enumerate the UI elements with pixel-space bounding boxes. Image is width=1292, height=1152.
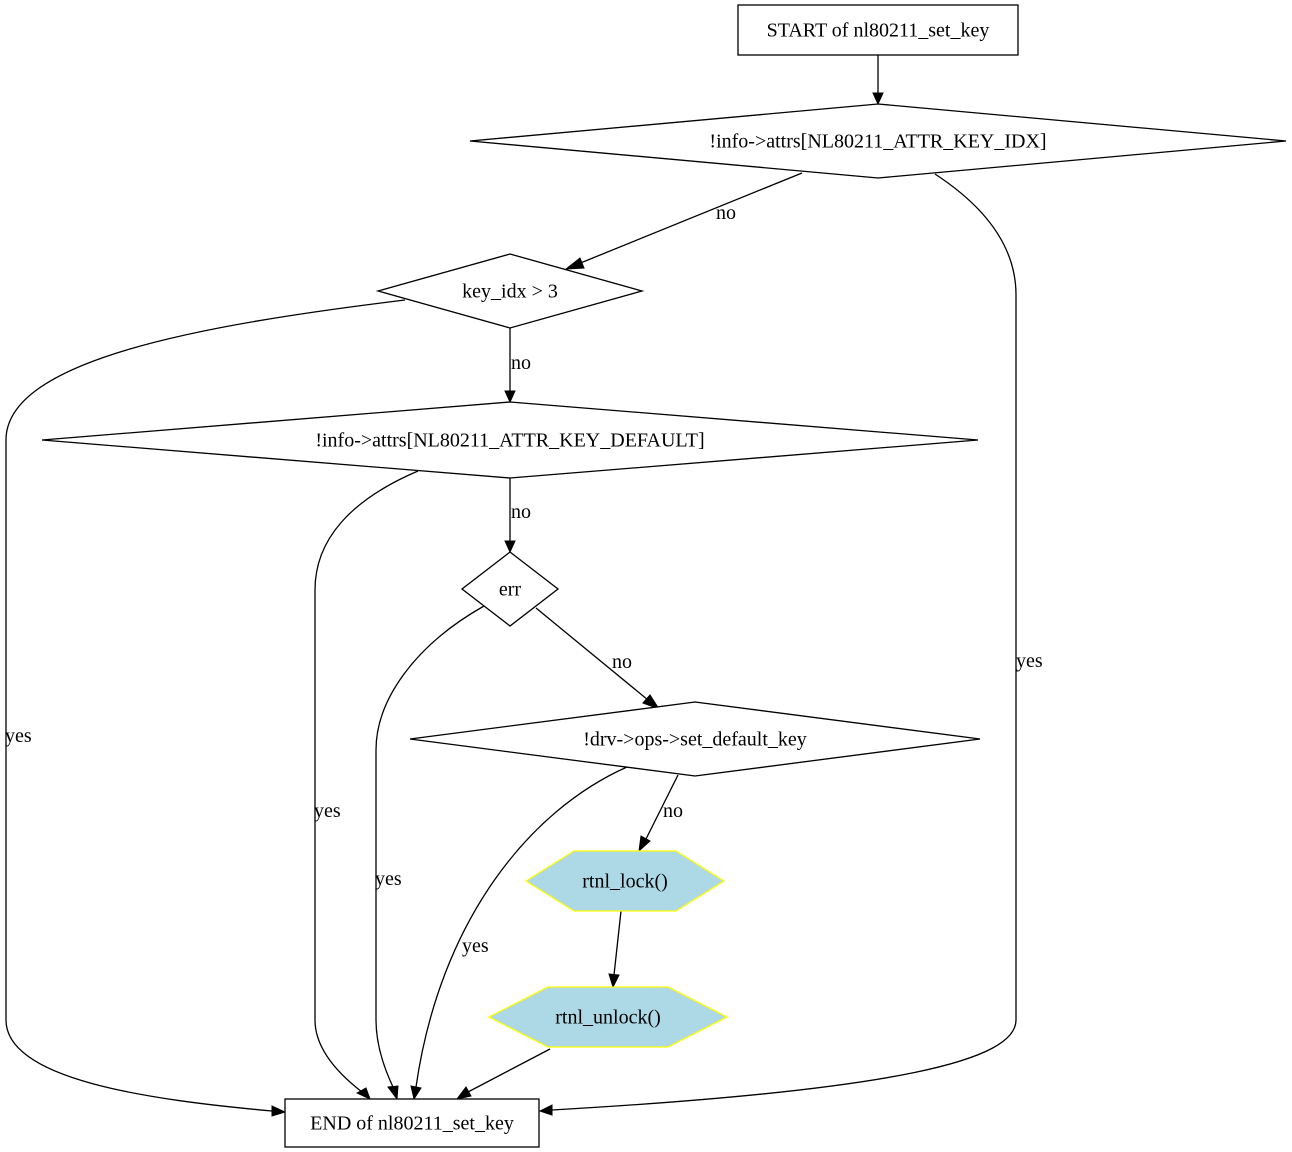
edge-set-default-key-no [645,774,679,840]
edge-label-key-default-no: no [511,501,531,523]
node-key-default-label: !info->attrs[NL80211_ATTR_KEY_DEFAULT] [315,430,704,452]
node-key-idx-gt-decision: key_idx > 3 [375,253,645,329]
edge-set-default-key-yes [415,766,628,1088]
arrowhead [410,1085,422,1101]
arrowhead [642,694,661,710]
node-rtnl-unlock-label: rtnl_unlock() [555,1007,661,1029]
edge-label-key-idx-attr-no: no [716,202,736,224]
node-key-idx-attr-decision: !info->attrs[NL80211_ATTR_KEY_IDX] [469,103,1287,179]
edge-key-idx-attr-no [577,172,803,265]
arrowhead [355,1087,371,1100]
node-rtnl-lock: rtnl_lock() [524,850,726,912]
edge-key-idx-gt-yes [5,299,406,1112]
node-key-idx-attr-label: !info->attrs[NL80211_ATTR_KEY_IDX] [709,131,1046,153]
node-start-label: START of nl80211_set_key [767,20,990,42]
node-key-default-decision: !info->attrs[NL80211_ATTR_KEY_DEFAULT] [41,401,979,479]
edge-label-key-idx-gt-no: no [511,352,531,374]
edge-err-yes [375,605,485,1088]
edge-label-set-default-key-yes: yes [462,935,489,957]
edge-label-err-no: no [612,651,632,673]
arrowhead [872,92,884,106]
node-rtnl-unlock: rtnl_unlock() [487,986,729,1048]
edge-label-key-idx-gt-yes: yes [5,725,32,747]
arrowhead [504,540,516,554]
edge-key-idx-attr-yes [551,173,1017,1111]
arrowhead [538,1104,553,1116]
arrowhead [564,257,585,270]
node-err-decision: err [460,551,560,627]
node-end: END of nl80211_set_key [284,1098,540,1148]
node-err-label: err [499,579,522,601]
arrowhead [271,1105,287,1117]
edge-label-key-default-yes: yes [314,800,341,822]
edge-key-default-yes [314,470,419,1093]
edge-err-no [535,607,649,701]
arrowhead [387,1085,399,1101]
edge-unlock-to-end [467,1048,551,1093]
arrowhead [504,390,516,404]
edge-label-key-idx-attr-yes: yes [1016,650,1043,672]
node-rtnl-lock-label: rtnl_lock() [582,871,668,893]
node-set-default-key-label: !drv->ops->set_default_key [583,729,807,751]
node-start: START of nl80211_set_key [737,4,1019,56]
arrowhead [608,973,620,989]
edge-lock-to-unlock [613,910,622,976]
node-key-idx-gt-label: key_idx > 3 [462,281,558,303]
node-end-label: END of nl80211_set_key [310,1113,514,1135]
arrowhead [455,1086,472,1100]
edge-label-err-yes: yes [375,868,402,890]
edge-label-set-default-key-no: no [663,800,683,822]
arrowhead [638,835,651,853]
node-set-default-key-decision: !drv->ops->set_default_key [409,701,981,777]
